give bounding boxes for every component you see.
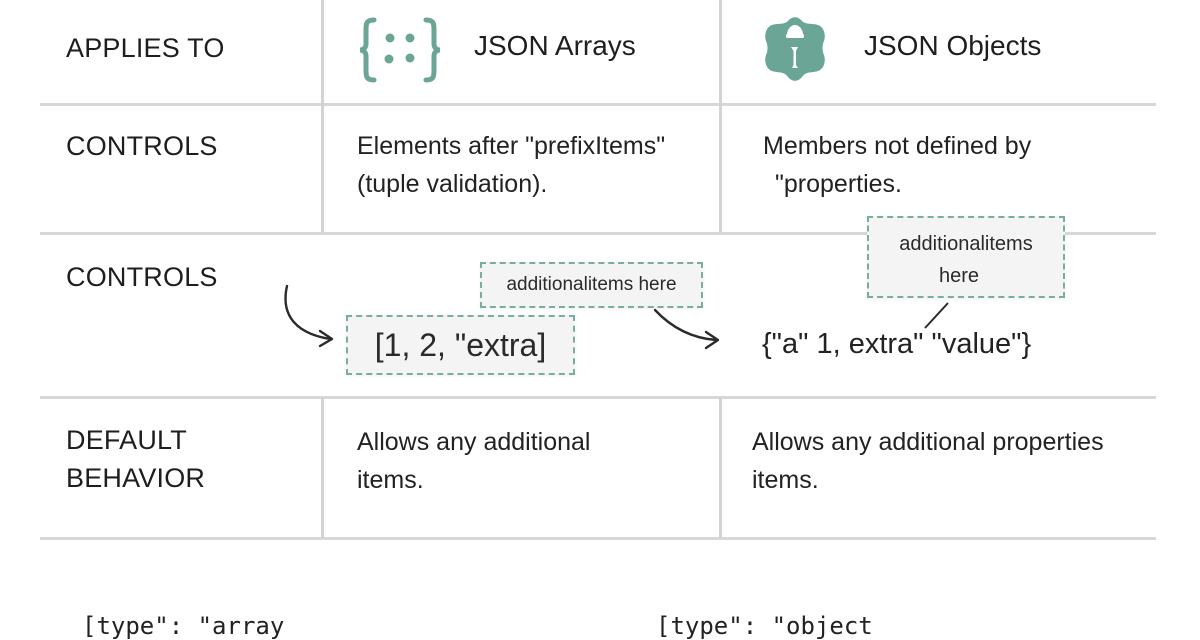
objects-default-line-2: items.: [752, 466, 819, 494]
column-divider-1-top: [321, 0, 324, 232]
arrays-default-text: Allows any additional items.: [357, 423, 590, 499]
arrays-controls-line-2: (tuple validation).: [357, 170, 548, 198]
column-divider-1-bottom: [321, 397, 324, 538]
callout-pointer-line: [924, 302, 949, 329]
column-divider-2-top: [719, 0, 722, 232]
arrays-controls-line-1: Elements after "prefixItems": [357, 132, 666, 160]
row-label-controls-examples: CONTROLS: [66, 262, 218, 292]
default-behavior-line-2: BEHAVIOR: [66, 463, 206, 493]
object-callout-line-1: additionalitems: [899, 233, 1033, 255]
arrays-controls-text: Elements after "prefixItems" (tuple vali…: [357, 127, 665, 203]
column-divider-2-bottom: [719, 397, 722, 538]
objects-default-line-1: Allows any additional properties: [752, 428, 1104, 456]
row-label-default-behavior: DEFAULT BEHAVIOR: [66, 421, 205, 497]
row-label-applies-to: APPLIES TO: [66, 33, 225, 63]
row-divider-2: [40, 232, 1156, 235]
curly-braces-dots-icon: [358, 16, 442, 84]
object-callout: additionalitems here: [867, 216, 1065, 298]
objects-default-text: Allows any additional properties items.: [752, 423, 1104, 499]
objects-controls-line-2: "properties.: [775, 170, 902, 198]
row-label-controls: CONTROLS: [66, 131, 218, 161]
row-divider-3: [40, 396, 1156, 399]
array-callout-text: additionalitems here: [506, 274, 677, 295]
default-behavior-line-1: DEFAULT: [66, 425, 187, 455]
object-example-code: {"a" 1, extra" "value"}: [762, 328, 1032, 360]
callout-arrow-icon: [653, 308, 720, 350]
array-example-box: [1, 2, "extra]: [346, 315, 575, 375]
array-callout: additionalitems here: [480, 262, 703, 308]
array-schema-snippet: [type": "array: [82, 612, 285, 640]
arrays-default-line-1: Allows any additional: [357, 428, 591, 456]
object-callout-line-2: here: [938, 265, 980, 287]
array-example-code: [1, 2, "extra]: [374, 327, 547, 363]
object-schema-snippet: [type": "object: [656, 612, 873, 640]
row-divider-4: [40, 537, 1156, 540]
puzzle-badge-icon: [758, 13, 832, 85]
arrays-default-line-2: items.: [357, 466, 424, 494]
curved-arrow-icon: [284, 284, 334, 348]
row-divider-1: [40, 103, 1156, 106]
objects-controls-text: Members not defined by "properties.: [763, 127, 1031, 203]
column-title-arrays: JSON Arrays: [474, 30, 636, 61]
column-title-objects: JSON Objects: [864, 30, 1042, 61]
objects-controls-line-1: Members not defined by: [763, 132, 1032, 160]
